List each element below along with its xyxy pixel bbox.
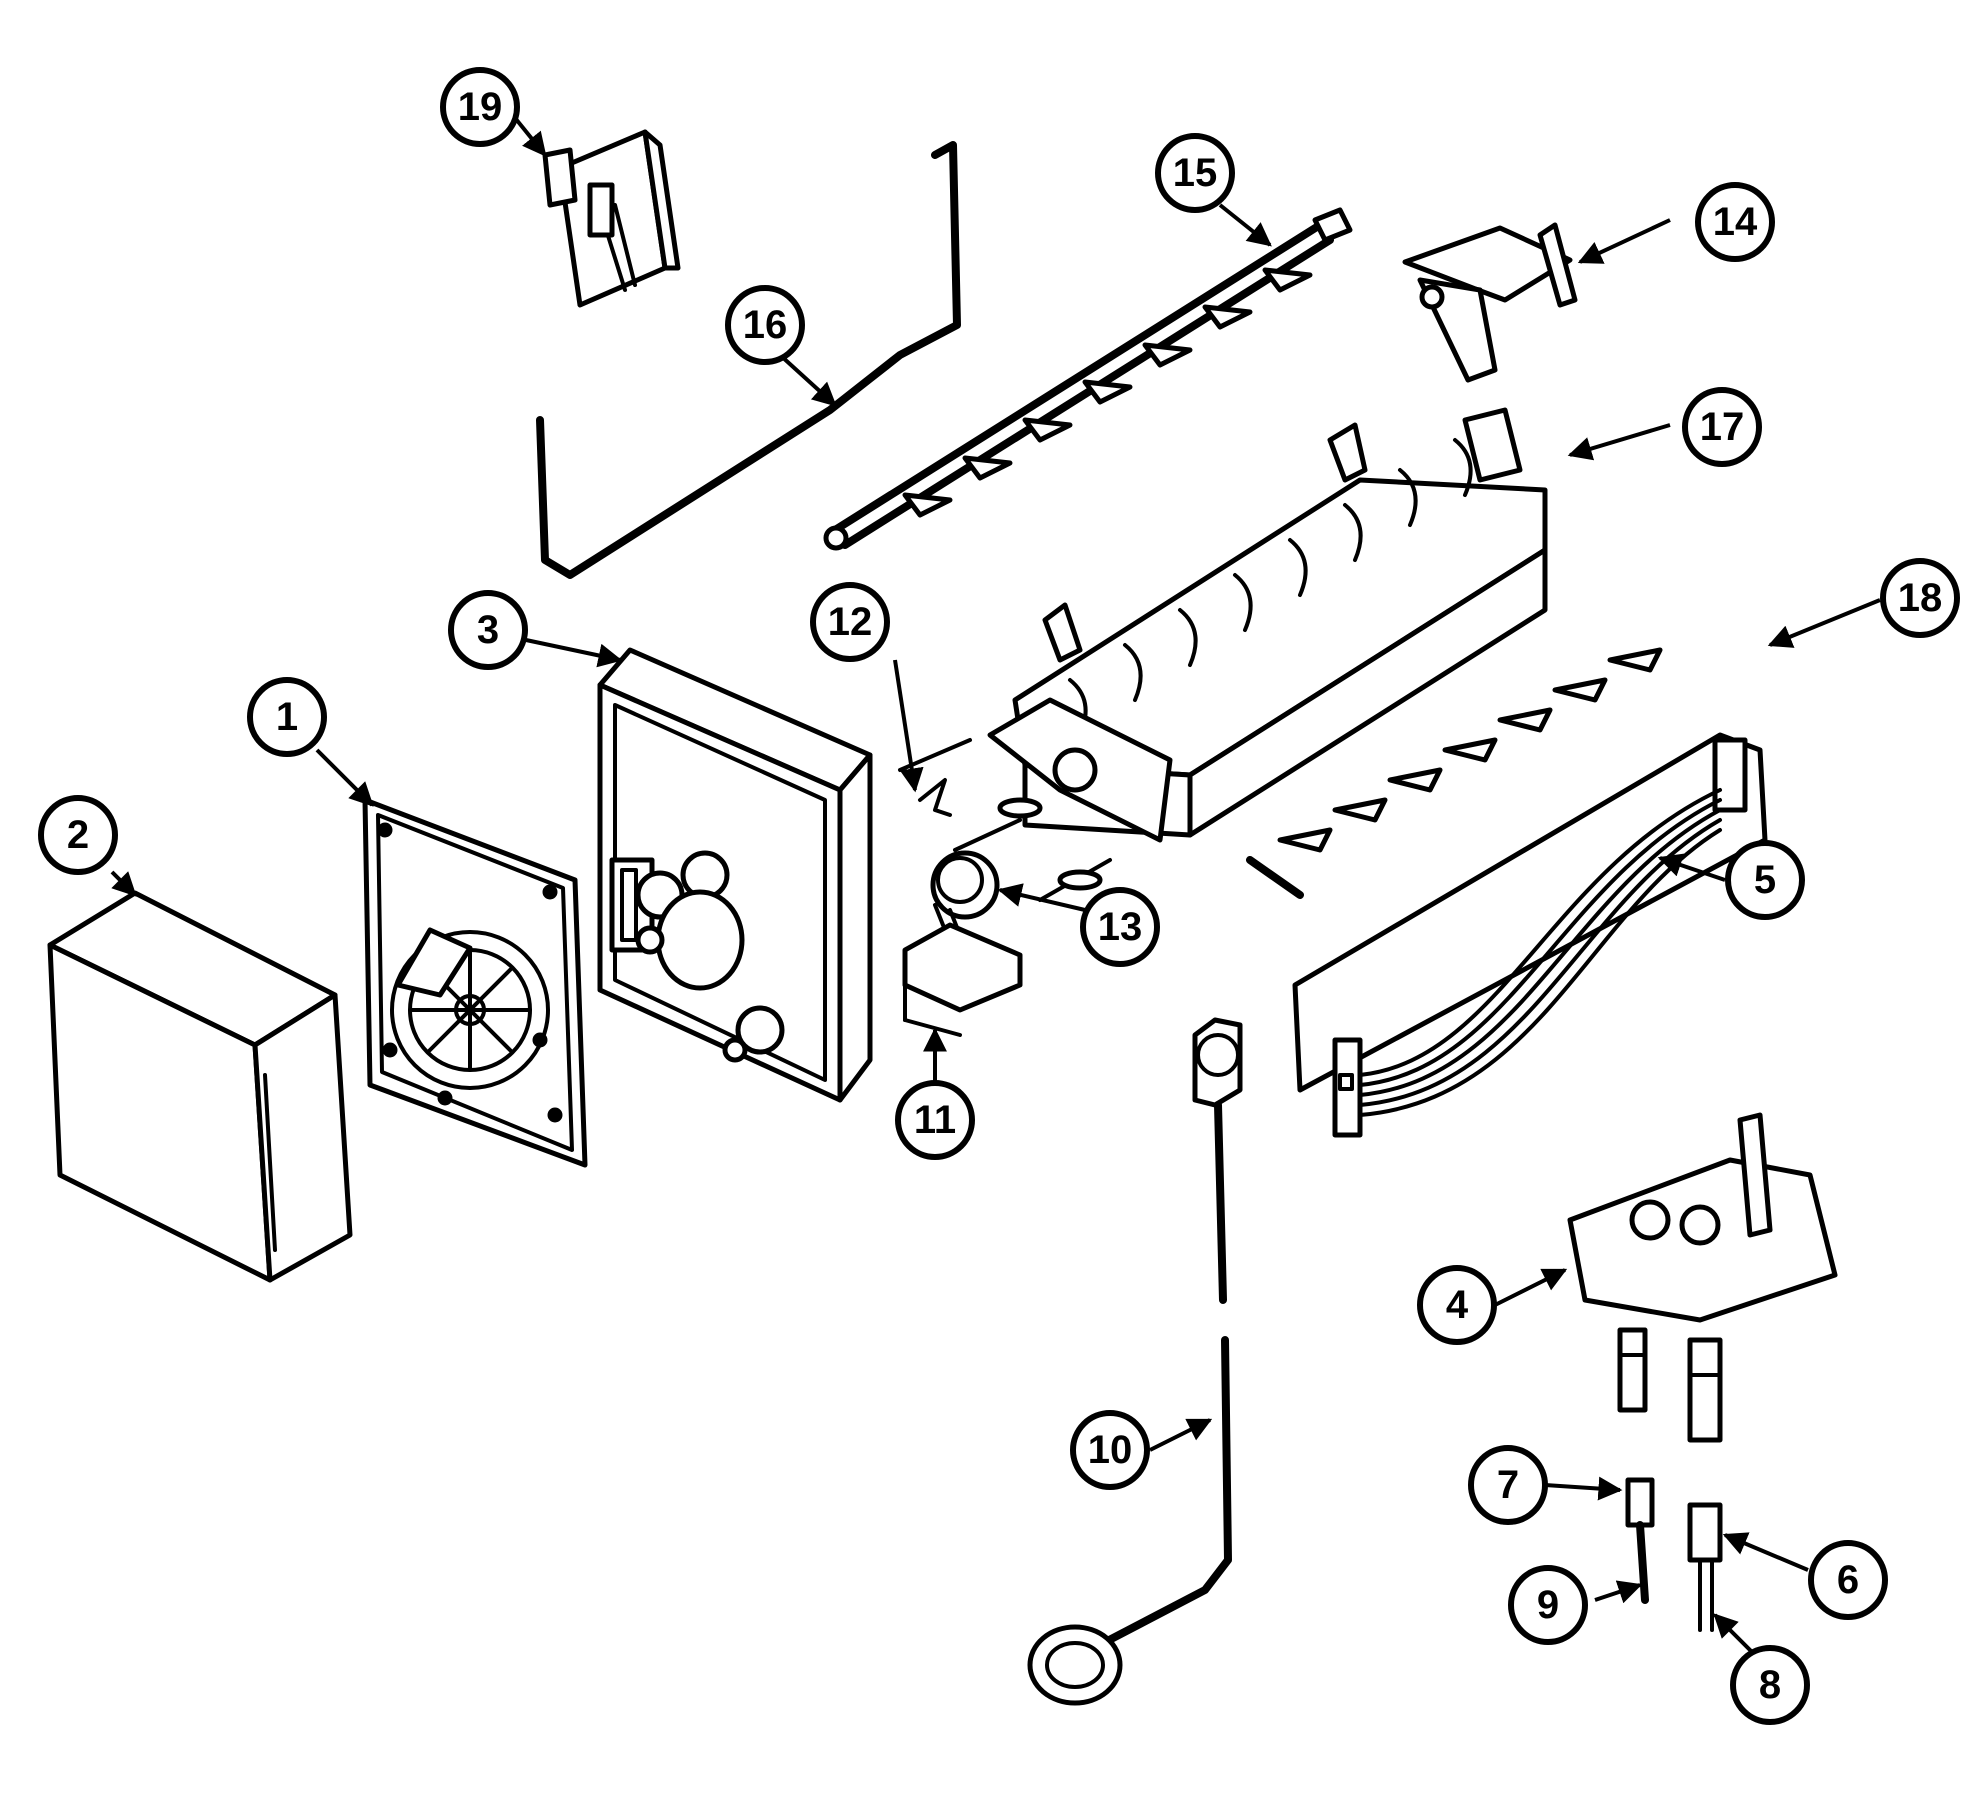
callout-13: 13: [1080, 887, 1160, 967]
callout-label: 17: [1700, 405, 1745, 449]
callout-label: 6: [1837, 1558, 1859, 1602]
part-16-shut-off-arm: [536, 141, 961, 579]
callout-3: 3: [448, 590, 528, 670]
callout-16: 16: [725, 285, 805, 365]
callout-4: 4: [1417, 1265, 1497, 1345]
part-4-water-valve: [1567, 1112, 1838, 1443]
callout-label: 16: [743, 303, 788, 347]
callout-10: 10: [1070, 1410, 1150, 1490]
fittings: [1625, 1477, 1723, 1632]
leader-lines: [110, 106, 1881, 1657]
callout-label: 9: [1537, 1583, 1559, 1627]
callout-label: 8: [1759, 1663, 1781, 1707]
callout-label: 2: [67, 813, 89, 857]
ejector-blades: [902, 267, 1313, 518]
callout-label: 1: [276, 695, 298, 739]
callout-label: 7: [1497, 1463, 1519, 1507]
callout-label: 12: [828, 600, 873, 644]
part-1-mounting-plate: [362, 797, 588, 1168]
callout-label: 18: [1898, 576, 1943, 620]
callout-label: 14: [1713, 200, 1758, 244]
callout-5: 5: [1725, 840, 1805, 920]
callout-label: 3: [477, 608, 499, 652]
part-11-shield: [902, 922, 1023, 1037]
callout-11: 11: [895, 1080, 975, 1160]
callout-label: 15: [1173, 151, 1218, 195]
callout-14: 14: [1695, 182, 1775, 262]
callout-label: 10: [1088, 1428, 1133, 1472]
callout-17: 17: [1682, 387, 1762, 467]
part-13-thermostat: [930, 797, 1112, 937]
callout-12: 12: [810, 582, 890, 662]
callout-label: 19: [458, 85, 503, 129]
part-2-cover: [47, 890, 353, 1283]
callout-label: 5: [1754, 858, 1776, 902]
part-17-ice-mold: [987, 407, 1548, 843]
part-18-stripper: [1246, 647, 1768, 1093]
part-15-ejector: [823, 207, 1353, 551]
callout-2: 2: [38, 795, 118, 875]
callout-label: 11: [914, 1098, 956, 1142]
part-19-switch: [542, 129, 681, 308]
callout-19: 19: [440, 67, 520, 147]
callout-18: 18: [1880, 558, 1960, 638]
callout-9: 9: [1508, 1565, 1588, 1645]
part-10-fill-tube: [1027, 1017, 1243, 1706]
callout-6: 6: [1808, 1540, 1888, 1620]
callout-label: 4: [1446, 1283, 1469, 1327]
part-14-bracket: [1402, 222, 1578, 383]
callout-1: 1: [247, 677, 327, 757]
callout-label: 13: [1098, 905, 1143, 949]
callout-15: 15: [1155, 133, 1235, 213]
callout-8: 8: [1730, 1645, 1810, 1725]
part-3-housing: [597, 647, 873, 1103]
stripper-teeth: [1277, 647, 1663, 853]
callout-7: 7: [1468, 1445, 1548, 1525]
